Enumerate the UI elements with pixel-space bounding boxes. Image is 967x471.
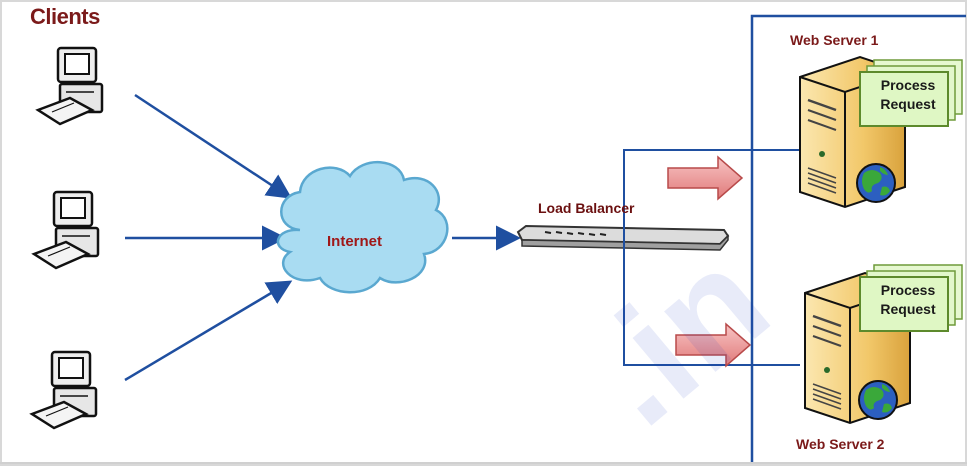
request-word: Request	[880, 301, 936, 317]
process-word: Process	[880, 77, 936, 93]
internet-label: Internet	[327, 233, 383, 250]
client-computer-icon	[36, 46, 104, 126]
request-word: Request	[880, 96, 936, 112]
internet-cloud-icon	[276, 161, 449, 294]
process-request-text: Process Request	[864, 281, 952, 319]
process-word: Process	[880, 282, 936, 298]
client-arrow	[124, 280, 293, 382]
web-server-1-label: Web Server 1	[790, 32, 879, 48]
web-server-2-label: Web Server 2	[796, 436, 885, 452]
red-arrow-icon	[667, 155, 744, 201]
globe-icon	[858, 380, 898, 420]
client-computer-icon	[30, 350, 98, 430]
red-arrow-icon	[675, 322, 752, 368]
client-arrow	[134, 93, 293, 199]
lb-connection-line	[623, 149, 800, 236]
load-balancer-label: Load Balancer	[538, 200, 635, 216]
client-computer-icon	[32, 190, 100, 270]
globe-icon	[856, 163, 896, 203]
clients-title: Clients	[30, 4, 100, 29]
lb-connection-line	[623, 236, 800, 366]
server-cluster-box	[750, 14, 966, 462]
process-request-text: Process Request	[864, 76, 952, 114]
